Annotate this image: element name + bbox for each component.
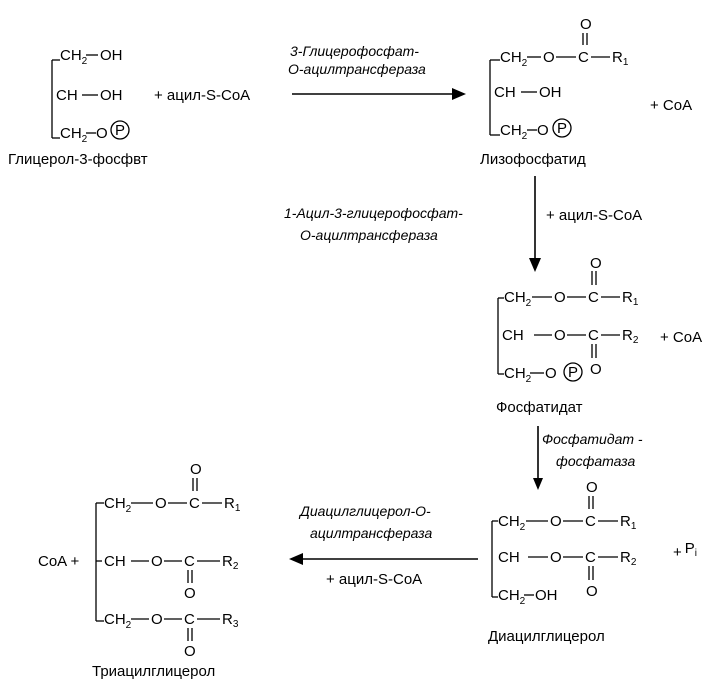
ch2-group: CH2 bbox=[504, 365, 532, 385]
phosphate-symbol: P bbox=[557, 120, 567, 137]
carbonyl-carbon: C bbox=[189, 495, 200, 512]
carbonyl-oxygen: O bbox=[184, 643, 196, 660]
carbonyl-oxygen: O bbox=[586, 479, 598, 496]
oxygen-atom: O bbox=[96, 125, 108, 142]
ester-oxygen: O bbox=[155, 495, 167, 512]
phosphate-symbol: P bbox=[115, 122, 125, 139]
coa-product: + CoA bbox=[650, 97, 692, 114]
diacylglycerol-label: Диацилглицерол bbox=[488, 628, 605, 645]
enzyme-step4-line1: Диацилглицерол-О- bbox=[298, 503, 431, 519]
enzyme-step1-line2: О-ацилтрансфераза bbox=[288, 61, 426, 77]
enzyme-step1-line1: 3-Глицерофосфат- bbox=[290, 43, 419, 59]
carbonyl-oxygen: O bbox=[190, 461, 202, 478]
ester-oxygen: O bbox=[554, 289, 566, 306]
carbonyl-carbon: C bbox=[184, 553, 195, 570]
ch-group: CH bbox=[502, 327, 524, 344]
glycerol-3-phosphate-structure: CH2 OH CH OH CH2 O P bbox=[51, 47, 130, 145]
acyl-radical-r3: R3 bbox=[222, 611, 239, 630]
coa-product: CoA + bbox=[38, 553, 80, 570]
lysophosphatide-label: Лизофосфатид bbox=[480, 151, 586, 168]
hydroxyl-group: OH bbox=[535, 587, 558, 604]
ester-oxygen: O bbox=[543, 49, 555, 66]
lysophosphatide-structure: CH2 O C O R1 CH OH CH2 O P bbox=[489, 16, 629, 142]
diacylglycerol-structure: CH2 O C O R1 CH O C O R2 CH2 OH bbox=[491, 479, 637, 607]
phosphate-circle-icon bbox=[110, 120, 130, 140]
acyl-scoa-reagent: + ацил-S-CoA bbox=[326, 571, 422, 588]
coa-product: + CoA bbox=[660, 329, 702, 346]
ch-group: CH bbox=[494, 84, 516, 101]
acyl-radical-r2: R2 bbox=[222, 553, 239, 572]
carbonyl-oxygen: O bbox=[580, 16, 592, 33]
acyl-radical-r1: R1 bbox=[224, 495, 241, 514]
phosphate-circle-icon bbox=[552, 118, 572, 138]
carbonyl-oxygen: O bbox=[590, 255, 602, 272]
carbonyl-oxygen: O bbox=[590, 361, 602, 378]
ch2-group: CH2 bbox=[498, 513, 526, 533]
carbonyl-oxygen: O bbox=[586, 583, 598, 600]
phosphate-product: +Pi bbox=[673, 540, 697, 561]
ester-oxygen: O bbox=[554, 327, 566, 344]
reaction-arrow-step3 bbox=[533, 426, 543, 490]
acyl-scoa-reagent: + ацил-S-CoA bbox=[154, 87, 250, 104]
enzyme-step4-line2: ацилтрансфераза bbox=[310, 525, 433, 541]
acyl-radical-r1: R1 bbox=[612, 49, 629, 68]
enzyme-step2-line1: 1-Ацил-3-глицерофосфат- bbox=[284, 205, 463, 221]
ch-group: CH bbox=[498, 549, 520, 566]
glycerol-3-phosphate-label: Глицерол-3-фосфвт bbox=[8, 151, 148, 168]
acyl-radical-r2: R2 bbox=[620, 549, 637, 568]
ch2-group: CH2 bbox=[104, 611, 132, 631]
carbonyl-oxygen: O bbox=[184, 585, 196, 602]
reaction-arrow-step4 bbox=[289, 553, 478, 565]
ester-oxygen: O bbox=[151, 611, 163, 628]
triacylglycerol-structure: CH2 O C O R1 CH O C O R2 CH2 O C O R3 bbox=[95, 461, 241, 660]
oxygen-atom: O bbox=[545, 365, 557, 382]
reaction-arrow-step1 bbox=[292, 88, 466, 100]
carbonyl-carbon: C bbox=[585, 513, 596, 530]
ch2-group: CH2 bbox=[504, 289, 532, 309]
ch2-group: CH2 bbox=[60, 47, 88, 67]
ch2-group: CH2 bbox=[500, 122, 528, 142]
acyl-radical-r1: R1 bbox=[620, 513, 637, 532]
ch-group: CH bbox=[104, 553, 126, 570]
enzyme-step3-line2: фосфатаза bbox=[556, 453, 635, 469]
ch2-group: CH2 bbox=[60, 125, 88, 145]
acyl-radical-r2: R2 bbox=[622, 327, 639, 346]
enzyme-step3-line1: Фосфатидат - bbox=[542, 431, 643, 447]
reaction-arrow-step2 bbox=[529, 176, 541, 272]
ester-oxygen: O bbox=[550, 513, 562, 530]
phosphate-symbol: P bbox=[568, 364, 578, 381]
hydroxyl-group: OH bbox=[539, 84, 562, 101]
hydroxyl-group: OH bbox=[100, 47, 123, 64]
ch2-group: CH2 bbox=[104, 495, 132, 515]
carbonyl-carbon: C bbox=[578, 49, 589, 66]
phosphate-circle-icon bbox=[563, 362, 583, 382]
hydroxyl-group: OH bbox=[100, 87, 123, 104]
ch-group: CH bbox=[56, 87, 78, 104]
ester-oxygen: O bbox=[550, 549, 562, 566]
carbonyl-carbon: C bbox=[184, 611, 195, 628]
oxygen-atom: O bbox=[537, 122, 549, 139]
carbonyl-carbon: C bbox=[588, 327, 599, 344]
phosphatidate-structure: CH2 O C O R1 CH O C O R2 CH2 O P bbox=[497, 255, 639, 385]
ch2-group: CH2 bbox=[500, 49, 528, 69]
carbonyl-carbon: C bbox=[585, 549, 596, 566]
phosphatidate-label: Фосфатидат bbox=[496, 399, 583, 416]
enzyme-step2-line2: О-ацилтрансфераза bbox=[300, 227, 438, 243]
acyl-radical-r1: R1 bbox=[622, 289, 639, 308]
ch2-group: CH2 bbox=[498, 587, 526, 607]
ester-oxygen: O bbox=[151, 553, 163, 570]
triacylglycerol-label: Триацилглицерол bbox=[92, 663, 215, 680]
carbonyl-carbon: C bbox=[588, 289, 599, 306]
acyl-scoa-reagent: + ацил-S-CoA bbox=[546, 207, 642, 224]
